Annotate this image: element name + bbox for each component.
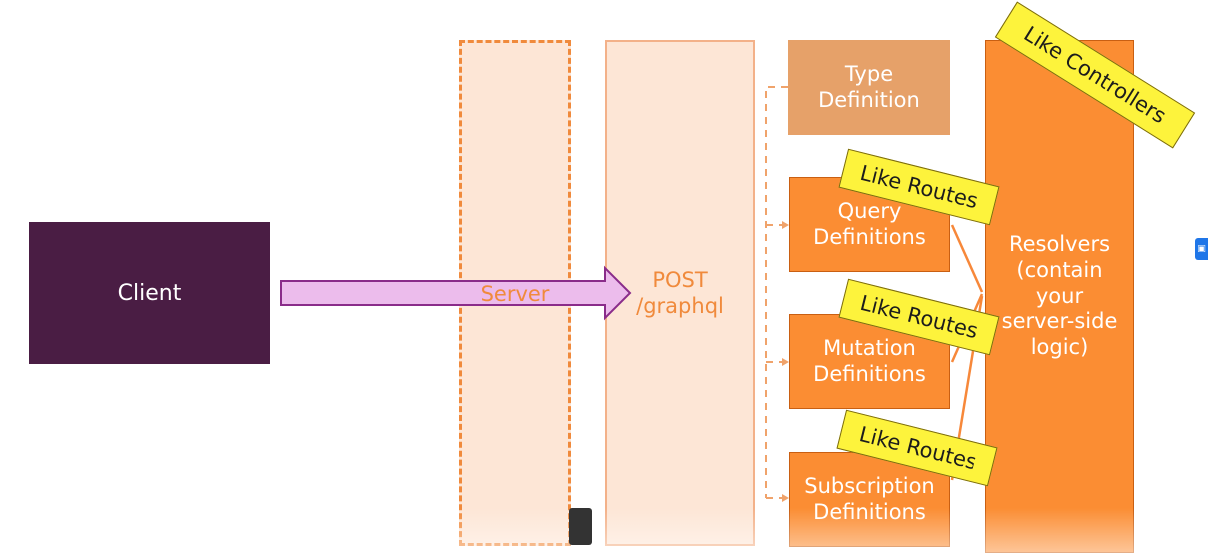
post-graphql-label: POST /graphql <box>605 262 755 326</box>
client-node: Client <box>29 222 270 364</box>
post-graphql-text: POST /graphql <box>636 268 724 318</box>
scroll-thumb[interactable] <box>569 508 592 545</box>
arrowhead-mutation <box>782 358 789 366</box>
dashed-arrowheads <box>782 221 789 502</box>
calendar-icon[interactable]: ▣ <box>1195 238 1208 260</box>
resolvers-label: Resolvers (contain your server-side logi… <box>1001 232 1118 359</box>
arrowhead-query <box>782 221 789 229</box>
resolvers-box: Resolvers (contain your server-side logi… <box>985 40 1134 553</box>
type-definition-label: Type Definition <box>818 61 920 112</box>
link-query-resolvers <box>950 224 984 293</box>
mutation-definitions-label: Mutation Definitions <box>813 335 926 386</box>
dashed-connector-bracket <box>765 86 788 499</box>
server-label: Server <box>480 282 550 306</box>
request-arrow <box>280 265 632 321</box>
client-label: Client <box>117 280 182 306</box>
arrowhead-subscription <box>782 494 789 502</box>
query-definitions-label: Query Definitions <box>813 198 926 249</box>
mutation-definitions-box: Mutation Definitions <box>789 314 950 409</box>
type-definition-box: Type Definition <box>788 40 950 135</box>
